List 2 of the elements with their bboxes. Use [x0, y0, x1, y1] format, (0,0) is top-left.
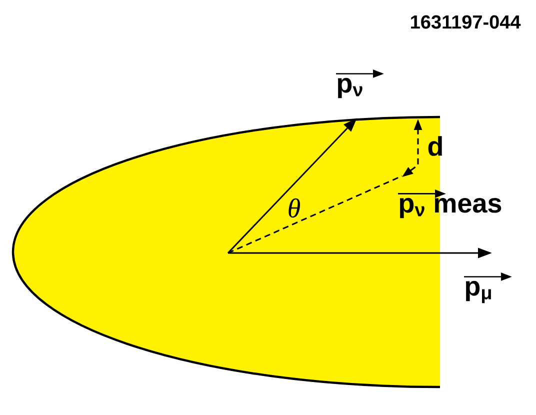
angle-label: θ [288, 198, 300, 218]
figure-number: 1631197-044 [411, 15, 521, 29]
